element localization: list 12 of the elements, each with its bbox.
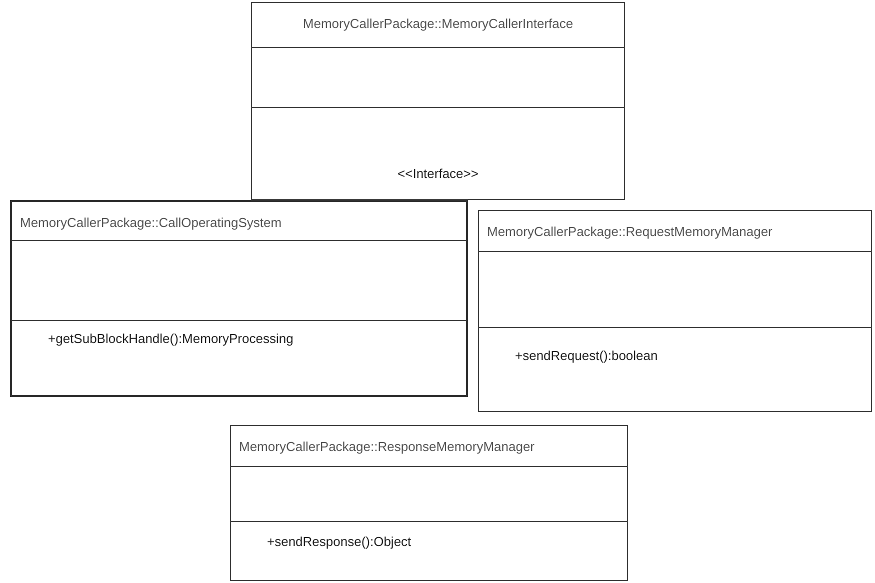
class-box <box>478 210 872 412</box>
stereotype-label: <<Interface>> <box>398 166 478 181</box>
class-box <box>230 425 628 581</box>
method-signature: +getSubBlockHandle():MemoryProcessing <box>48 331 294 346</box>
class-name: MemoryCallerPackage::CallOperatingSystem <box>20 215 282 230</box>
method-signature: +sendResponse():Object <box>267 534 412 549</box>
method-signature: +sendRequest():boolean <box>515 348 658 363</box>
class-box <box>251 2 625 200</box>
class-name: MemoryCallerPackage::RequestMemoryManager <box>487 224 772 239</box>
class-name: MemoryCallerPackage::MemoryCallerInterface <box>302 16 574 31</box>
class-name: MemoryCallerPackage::ResponseMemoryManager <box>239 439 535 454</box>
class-box <box>10 200 468 397</box>
